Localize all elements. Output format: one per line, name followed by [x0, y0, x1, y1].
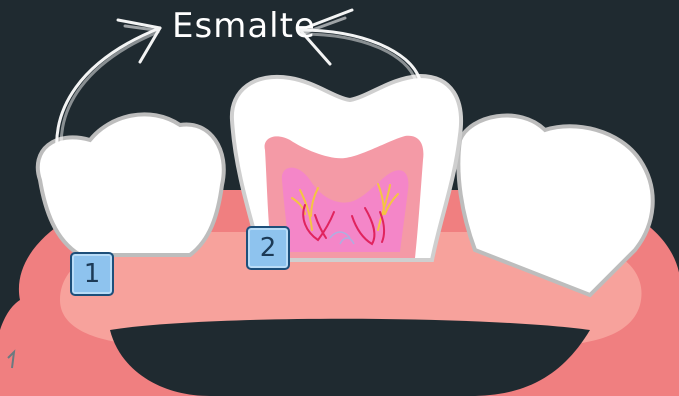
- marker-1-button[interactable]: 1: [70, 252, 114, 296]
- mouth-inner: [110, 319, 590, 396]
- diagram-title: Esmalte: [172, 6, 316, 46]
- marker-2-button[interactable]: 2: [246, 226, 290, 270]
